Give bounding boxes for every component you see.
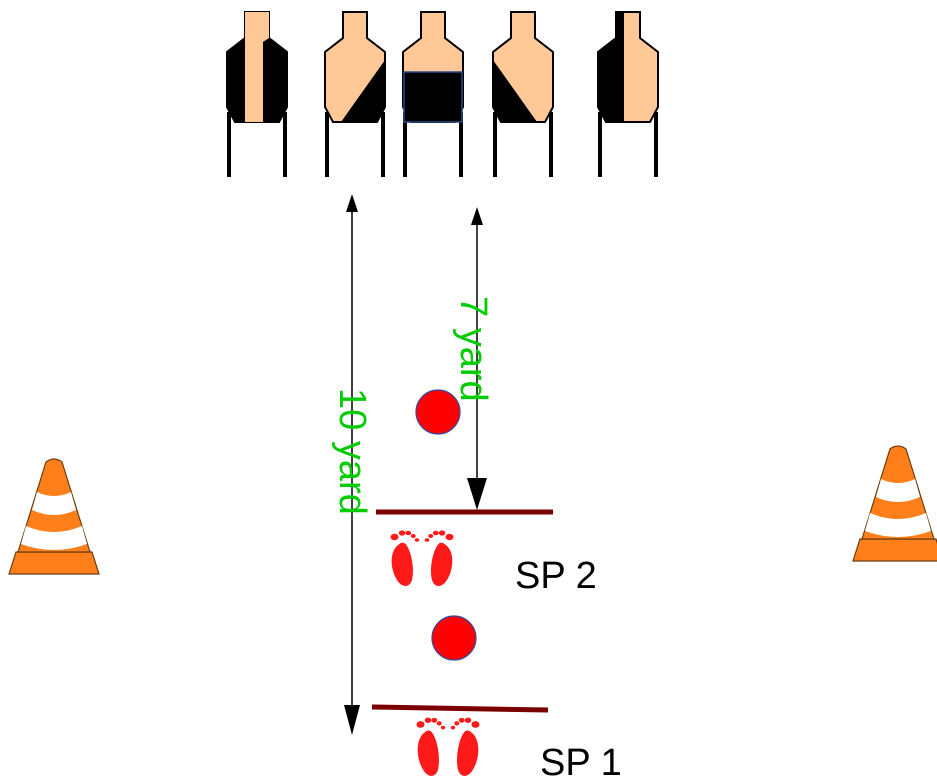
target-row bbox=[226, 11, 659, 177]
traffic-cone-icon bbox=[852, 445, 937, 562]
target-2 bbox=[324, 11, 386, 177]
disc-marker-upper bbox=[415, 389, 461, 435]
target-3 bbox=[402, 11, 464, 177]
shooting-line-sp1 bbox=[371, 704, 549, 713]
arrow-up-icon bbox=[346, 194, 358, 212]
footprint-icon bbox=[416, 717, 480, 776]
seven-yard-label: 7 yard bbox=[452, 296, 494, 402]
sp2-label: SP 2 bbox=[515, 555, 597, 597]
target-1 bbox=[226, 11, 288, 177]
target-5 bbox=[597, 11, 659, 177]
disc-marker-lower bbox=[431, 615, 477, 661]
arrow-up-icon bbox=[471, 207, 483, 225]
traffic-cone-icon bbox=[8, 458, 100, 575]
ten-yard-dimension: 10 yard bbox=[331, 194, 373, 735]
target-4 bbox=[492, 11, 554, 177]
arrow-down-icon bbox=[467, 478, 487, 510]
arrow-down-icon bbox=[344, 705, 360, 735]
footprint-icon bbox=[390, 530, 454, 586]
sp1-label: SP 1 bbox=[540, 742, 622, 780]
seven-yard-dimension: 7 yard bbox=[452, 207, 494, 510]
ten-yard-label: 10 yard bbox=[331, 388, 373, 515]
